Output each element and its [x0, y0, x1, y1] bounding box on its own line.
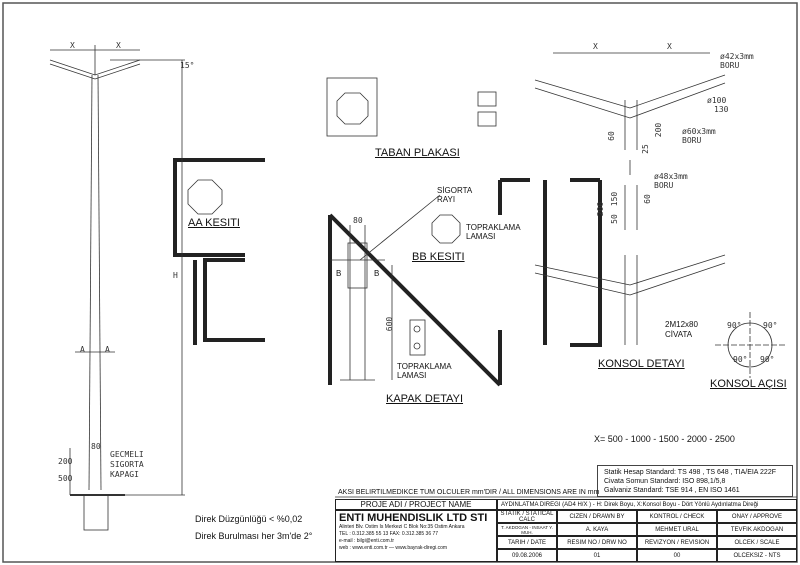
x-values-note: X= 500 - 1000 - 1500 - 2000 - 2500	[594, 434, 735, 444]
console-detail-title: KONSOL DETAYI	[598, 358, 685, 370]
cover-detail-title: KAPAK DETAYI	[386, 393, 464, 405]
company-email: e-mail : bilgi@enti.com.tr	[339, 538, 395, 544]
dim-80: 80	[91, 442, 101, 451]
section-a-right: A	[105, 345, 110, 354]
person-statical: T. AKDOGAN - INSAAT Y. MUH.	[497, 523, 557, 536]
dimensions-note: AKSI BELIRTILMEDIKCE TUM OLCULER mm'DIR …	[338, 489, 600, 496]
angle-90-tr: 90°	[763, 321, 778, 330]
project-name: AYDINLATMA DIREGI (AD4 H/X ) - H: Direk …	[497, 499, 797, 510]
dim-150: 150	[610, 191, 620, 207]
cover-detail	[330, 194, 461, 381]
section-b-right: B	[374, 269, 380, 278]
company-info: ENTI MUHENDISLIK LTD STI Alinteri Blv. O…	[335, 510, 497, 562]
dim-60-mid: 60	[642, 194, 652, 204]
section-a-left: A	[80, 345, 85, 354]
console-dim-x-left: X	[593, 42, 598, 51]
section-b-left: B	[336, 269, 342, 278]
value-scale: OLCEKSIZ - NTS	[717, 549, 797, 562]
person-drawn: A. KAYA	[557, 523, 637, 536]
header-drw-no: RESIM NO / DRW NO	[557, 536, 637, 549]
value-revision: 00	[637, 549, 717, 562]
base-plate-title: TABAN PLAKASI	[375, 147, 460, 159]
dim-x-left: X	[70, 41, 75, 50]
angle-90-tl: 90°	[727, 321, 742, 330]
console-detail	[534, 52, 726, 345]
company-address: Alinteri Blv. Ostim Is Merkezi C Blok No…	[339, 524, 465, 530]
standard-static: Statik Hesap Standard: TS 498 , TS 648 ,…	[604, 469, 776, 476]
angle-label: 15°	[180, 61, 195, 70]
aa-section-title: AA KESITI	[188, 217, 240, 229]
aa-section-octagon	[187, 179, 223, 215]
dim-500: 500	[58, 474, 73, 483]
console-angle-circle	[715, 312, 785, 378]
header-statical: STATİK / STATICAL CALC	[497, 510, 557, 523]
header-date: TARIH / DATE	[497, 536, 557, 549]
dim-25: 25	[640, 144, 650, 154]
header-drawn: CIZEN / DRAWN BY	[557, 510, 637, 523]
angle-90-bl: 90°	[733, 355, 748, 364]
person-check: MEHMET URAL	[637, 523, 717, 536]
straightness-note: Direk Düzgünlüğü < %0,02	[195, 514, 303, 524]
angle-90-br: 90°	[760, 355, 775, 364]
header-revision: REVIZYON / REVISION	[637, 536, 717, 549]
person-approve: TEVFIK AKDOGAN	[717, 523, 797, 536]
header-check: KONTROL / CHECK	[637, 510, 717, 523]
dim-200: 200	[58, 457, 73, 466]
company-phone: TEL : 0.312.385 55 13 FAX: 0.312.385 36 …	[339, 531, 439, 537]
company-web: web : www.enti.com.tr — www.bayrak-direg…	[339, 545, 448, 551]
company-name: ENTI MUHENDISLIK LTD STI	[339, 512, 488, 524]
standards-box: Statik Hesap Standard: TS 498 , TS 648 ,…	[597, 465, 793, 497]
bb-section-title: BB KESITI	[412, 251, 465, 263]
dim-x-right: X	[116, 41, 121, 50]
console-angle-title: KONSOL AÇISI	[710, 378, 787, 390]
standard-galvanize: Galvaniz Standard: TSE 914 , EN ISO 1461	[604, 487, 740, 494]
dim-200-mid: 200	[596, 201, 606, 217]
console-dim-x-right: X	[667, 42, 672, 51]
dim-100: ø100	[707, 96, 727, 105]
dim-200-top: 200	[654, 122, 664, 138]
header-approve: ONAY / APPROVE	[717, 510, 797, 523]
pole-elevation	[49, 45, 185, 531]
dim-130: 130	[714, 105, 729, 114]
dim-60-top: 60	[606, 131, 616, 141]
header-scale: OLCEK / SCALE	[717, 536, 797, 549]
dim-h: H	[173, 271, 178, 280]
dim-50: 50	[609, 214, 619, 224]
value-drw-no: 01	[557, 549, 637, 562]
project-label: PROJE ADI / PROJECT NAME	[335, 499, 497, 510]
standard-bolt: Civata Somun Standard: ISO 898,1/5,8	[604, 478, 726, 485]
cover-dim-80: 80	[353, 216, 363, 225]
value-date: 09.08.2006	[497, 549, 557, 562]
cover-dim-600: 600	[385, 316, 395, 332]
twist-note: Direk Burulması her 3m'de 2°	[195, 531, 313, 541]
base-plate	[326, 77, 497, 137]
